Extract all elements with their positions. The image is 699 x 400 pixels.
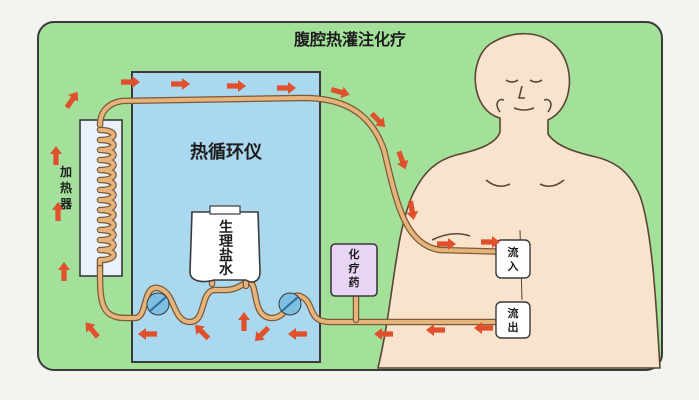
heater-char: 器 (59, 197, 73, 211)
port-out-char: 出 (508, 320, 519, 334)
port-in (495, 239, 531, 279)
saline-char: 生 (219, 219, 233, 236)
human-body (376, 33, 661, 369)
port-out-char: 流 (508, 306, 519, 320)
heater-char: 热 (60, 180, 72, 195)
chemo-bag (330, 243, 378, 297)
port-in-char: 流 (508, 245, 519, 259)
port-in-char: 入 (508, 260, 519, 273)
chemo-char: 化 (349, 247, 360, 261)
saline-char: 水 (219, 261, 234, 278)
chemo-char: 疗 (349, 261, 360, 275)
heater-char: 加 (59, 164, 72, 179)
saline-bag (189, 205, 261, 283)
chemo-char: 药 (349, 275, 360, 289)
saline-char: 盐 (219, 247, 233, 264)
port-out (495, 301, 531, 339)
diagram-title: 腹腔热灌注化疗 (294, 30, 406, 49)
pump-rotors (146, 292, 302, 316)
saline-char: 理 (219, 234, 233, 250)
machine-label: 热循环仪 (190, 141, 263, 163)
